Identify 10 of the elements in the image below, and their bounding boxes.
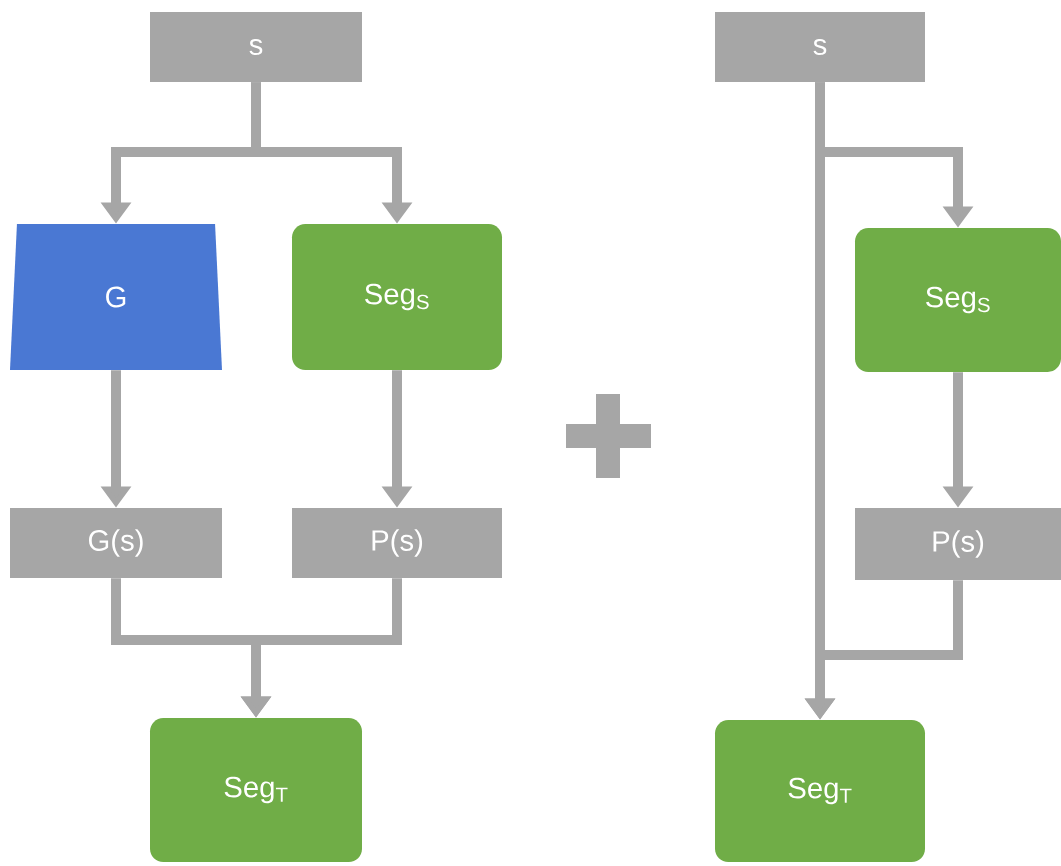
trapezoid-block: G xyxy=(10,224,222,370)
process-box: Seg$_{T}$ xyxy=(150,718,362,862)
data-box: G(s) xyxy=(10,508,222,578)
data-box: P(s) xyxy=(855,508,1061,580)
data-box: s xyxy=(150,12,362,82)
process-box: Seg$_{S}$ xyxy=(855,228,1061,372)
data-box: s xyxy=(715,12,925,82)
process-box: Seg$_{T}$ xyxy=(715,720,925,862)
data-box: P(s) xyxy=(292,508,502,578)
process-box: Seg$_{S}$ xyxy=(292,224,502,370)
